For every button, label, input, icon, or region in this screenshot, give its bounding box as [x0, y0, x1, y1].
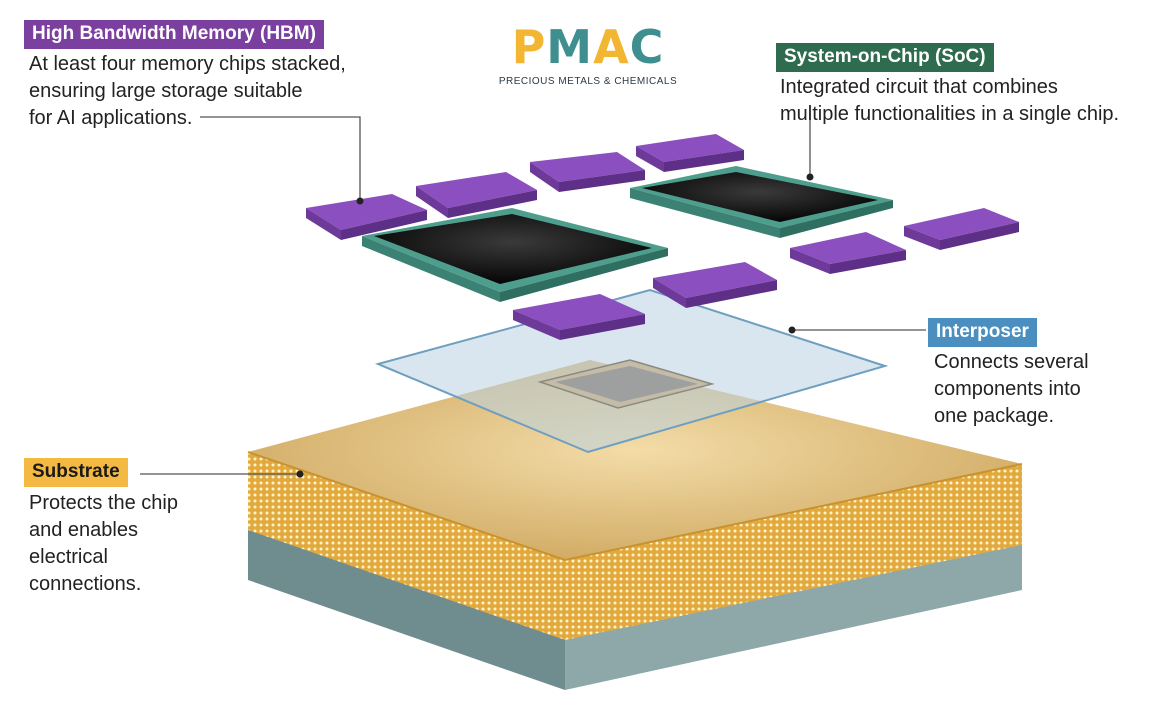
substrate-leader-dot: [296, 470, 304, 478]
interposer-description: Connects several components into one pac…: [934, 351, 1089, 427]
soc-tag: System-on-Chip (SoC): [776, 43, 994, 72]
pmac-logo: PMAC PRECIOUS METALS & CHEMICALS: [498, 22, 678, 87]
logo-letter: C: [629, 20, 665, 74]
pmac-logo-mark: PMAC: [498, 22, 678, 72]
hbm-chip: [636, 134, 744, 172]
hbm-chip: [790, 232, 906, 274]
hbm-leader-line: [200, 116, 361, 200]
logo-letter: A: [593, 20, 630, 74]
hbm-chip: [306, 194, 427, 240]
pmac-logo-subtitle: PRECIOUS METALS & CHEMICALS: [498, 76, 678, 87]
hbm-chip: [416, 172, 537, 218]
interposer-leader-dot: [788, 326, 796, 334]
hbm-chip: [530, 152, 645, 192]
hbm-chip: [904, 208, 1019, 250]
leader-lines: [140, 110, 926, 478]
hbm-tag: High Bandwidth Memory (HBM): [24, 20, 324, 49]
interposer-tag: Interposer: [928, 318, 1037, 347]
interposer-layer: [374, 288, 889, 454]
soc-leader-dot: [806, 173, 814, 181]
hbm-chip: [513, 294, 645, 340]
logo-letter: P: [511, 20, 547, 74]
soc-description: Integrated circuit that combines multipl…: [780, 76, 1120, 125]
soc-chip-left: [362, 208, 668, 302]
substrate-description: Protects the chip and enables electrical…: [29, 492, 178, 595]
hbm-chips: [306, 134, 1019, 340]
substrate-board: [247, 360, 1023, 640]
hbm-description: At least four memory chips stacked, ensu…: [29, 53, 346, 129]
hbm-leader-dot: [356, 197, 364, 205]
hbm-chip: [653, 262, 777, 308]
soc-chip-right: [630, 166, 893, 238]
soc-chips: [362, 166, 893, 302]
substrate-tag: Substrate: [24, 458, 128, 487]
logo-letter: M: [546, 20, 594, 74]
